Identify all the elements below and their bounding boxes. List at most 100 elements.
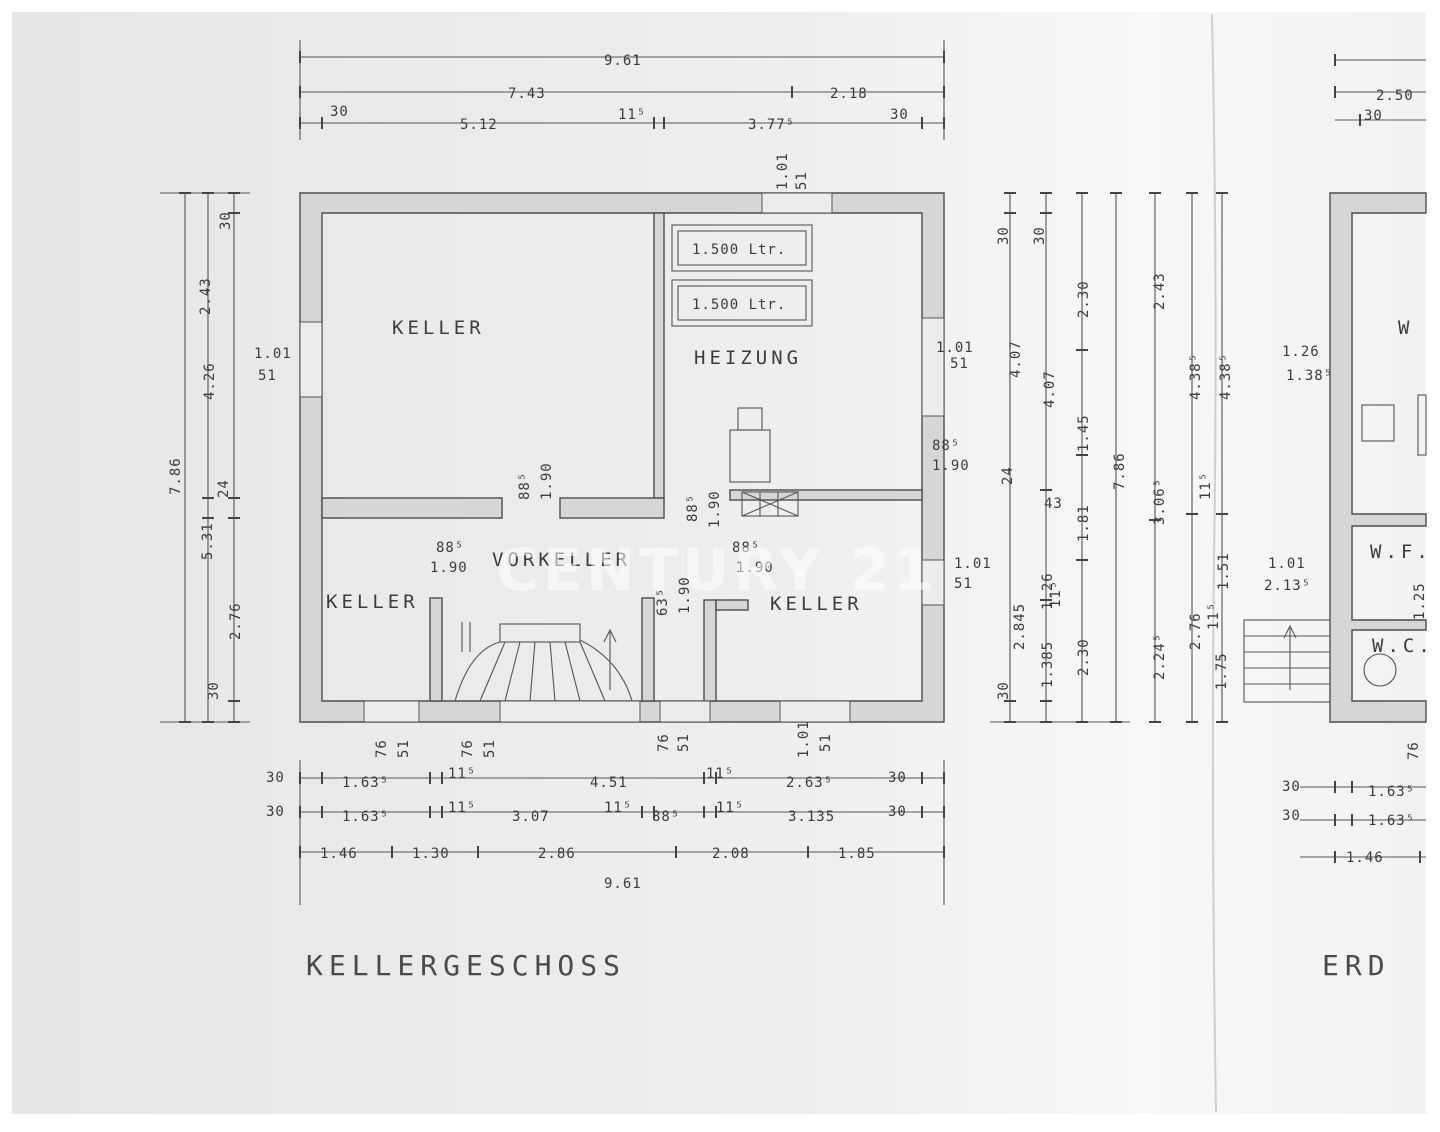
partition-keller-vorkeller	[321, 497, 503, 519]
svg-text:2.08: 2.08	[712, 846, 750, 862]
svg-text:51: 51	[818, 733, 834, 752]
left-dimensions: 7.86 4.26 24 5.31 30 2.43 2.76 30	[168, 211, 244, 700]
svg-text:1.90: 1.90	[736, 560, 774, 576]
svg-text:4.26: 4.26	[202, 362, 218, 400]
erd-room-wf: W.F.	[1370, 541, 1432, 563]
watermark: CENTURY 21	[496, 536, 938, 604]
svg-text:88⁵: 88⁵	[932, 438, 960, 454]
svg-text:3.07: 3.07	[512, 809, 550, 825]
svg-text:11⁵: 11⁵	[618, 107, 646, 123]
svg-text:30: 30	[266, 804, 285, 820]
window-right	[921, 559, 945, 606]
svg-text:4.38⁵: 4.38⁵	[1218, 353, 1234, 400]
svg-text:76: 76	[374, 739, 390, 758]
svg-text:2.30: 2.30	[1076, 638, 1092, 676]
dim-bottom-overall: 9.61	[604, 876, 642, 892]
partition-keller-heizung	[653, 212, 665, 499]
window-bottom-4	[779, 700, 851, 723]
partition-heizung-vorkeller	[729, 489, 923, 501]
svg-text:1.46: 1.46	[320, 846, 358, 862]
svg-text:30: 30	[330, 104, 349, 120]
svg-text:1.38⁵: 1.38⁵	[1286, 368, 1333, 384]
erd-title-partial: ERD	[1322, 949, 1391, 982]
svg-text:1.63⁵: 1.63⁵	[342, 809, 389, 825]
window-bottom-1	[363, 700, 420, 723]
svg-text:30: 30	[1282, 808, 1301, 824]
svg-text:2.43: 2.43	[198, 277, 214, 315]
svg-text:30: 30	[1364, 108, 1383, 124]
svg-text:1.75: 1.75	[1214, 652, 1230, 690]
room-keller-right: KELLER	[770, 593, 863, 615]
svg-text:1.63⁵: 1.63⁵	[342, 775, 389, 791]
opening-labels: 1.01 51 1.01 51 88⁵ 1.90 1.01 51 1.01 51…	[254, 152, 992, 758]
svg-text:30: 30	[266, 770, 285, 786]
svg-text:1.01: 1.01	[775, 152, 791, 190]
svg-text:51: 51	[396, 739, 412, 758]
svg-text:1.90: 1.90	[430, 560, 468, 576]
dimension-lines	[160, 40, 1426, 905]
svg-text:24: 24	[1000, 466, 1016, 485]
dimension-ticks	[179, 51, 1421, 863]
svg-text:88⁵: 88⁵	[517, 472, 533, 500]
svg-text:11⁵: 11⁵	[1048, 580, 1064, 608]
svg-text:4.38⁵: 4.38⁵	[1188, 353, 1204, 400]
svg-text:51: 51	[482, 739, 498, 758]
svg-text:1.90: 1.90	[932, 458, 970, 474]
window-left	[299, 321, 323, 398]
svg-text:11⁵: 11⁵	[448, 800, 476, 816]
svg-text:5.31: 5.31	[200, 522, 216, 560]
oil-tanks: 1.500 Ltr. 1.500 Ltr.	[671, 224, 813, 327]
svg-text:30: 30	[888, 770, 907, 786]
room-vorkeller: VORKELLER	[492, 549, 631, 571]
svg-text:43: 43	[1044, 496, 1063, 512]
svg-text:24: 24	[216, 479, 232, 498]
erd-room-w: W	[1398, 317, 1413, 339]
window-top	[761, 192, 833, 214]
svg-text:2.24⁵: 2.24⁵	[1152, 633, 1168, 680]
right-dimensions: 7.86 30 2.845 30 30 4.07 1.26 1.385 2.30…	[996, 226, 1128, 700]
svg-text:5.12: 5.12	[460, 117, 498, 133]
erd-sink	[1361, 404, 1395, 442]
svg-text:11⁵: 11⁵	[1198, 472, 1214, 500]
svg-text:2.18: 2.18	[830, 86, 868, 102]
stair-wall-left	[429, 597, 443, 702]
svg-text:30: 30	[1032, 226, 1048, 245]
svg-text:1.63⁵: 1.63⁵	[1368, 813, 1415, 829]
svg-text:88⁵: 88⁵	[652, 809, 680, 825]
boiler	[729, 407, 799, 517]
room-heizung: HEIZUNG	[694, 347, 802, 369]
walls	[299, 192, 945, 723]
svg-text:4.51: 4.51	[590, 775, 628, 791]
svg-text:1.85: 1.85	[838, 846, 876, 862]
svg-text:4.07: 4.07	[1008, 340, 1024, 378]
svg-text:76: 76	[460, 739, 476, 758]
erdgeschoss-partial: W W.F. W.C. 2.50 30 2.43 4.38⁵ 4.38⁵ 3.0…	[1152, 88, 1432, 982]
svg-text:1.90: 1.90	[677, 576, 693, 614]
room-labels: KELLER HEIZUNG VORKELLER KELLER KELLER	[326, 317, 863, 615]
plan-title: KELLERGESCHOSS	[306, 949, 626, 982]
outer-walls	[299, 192, 945, 723]
svg-text:1.01: 1.01	[936, 340, 974, 356]
svg-text:51: 51	[950, 356, 969, 372]
svg-text:51: 51	[258, 368, 277, 384]
oil-tank-1-label: 1.500 Ltr.	[692, 242, 786, 258]
erd-stairs	[1243, 619, 1331, 703]
erd-walls	[1329, 192, 1427, 723]
svg-text:88⁵: 88⁵	[685, 494, 701, 522]
svg-text:11⁵: 11⁵	[706, 766, 734, 782]
svg-text:1.01: 1.01	[954, 556, 992, 572]
svg-text:1.51: 1.51	[1216, 552, 1232, 590]
svg-text:3.77⁵: 3.77⁵	[748, 117, 795, 133]
svg-text:2.76: 2.76	[1188, 612, 1204, 650]
svg-text:1.63⁵: 1.63⁵	[1368, 784, 1415, 800]
svg-text:30: 30	[996, 681, 1012, 700]
svg-text:1.01: 1.01	[254, 346, 292, 362]
svg-text:2.63⁵: 2.63⁵	[786, 775, 833, 791]
staircase	[454, 622, 633, 702]
oil-tank-1	[671, 224, 813, 272]
svg-text:1.01: 1.01	[1268, 556, 1306, 572]
svg-text:1.30: 1.30	[412, 846, 450, 862]
svg-text:11⁵: 11⁵	[716, 800, 744, 816]
svg-text:2.50: 2.50	[1376, 88, 1414, 104]
